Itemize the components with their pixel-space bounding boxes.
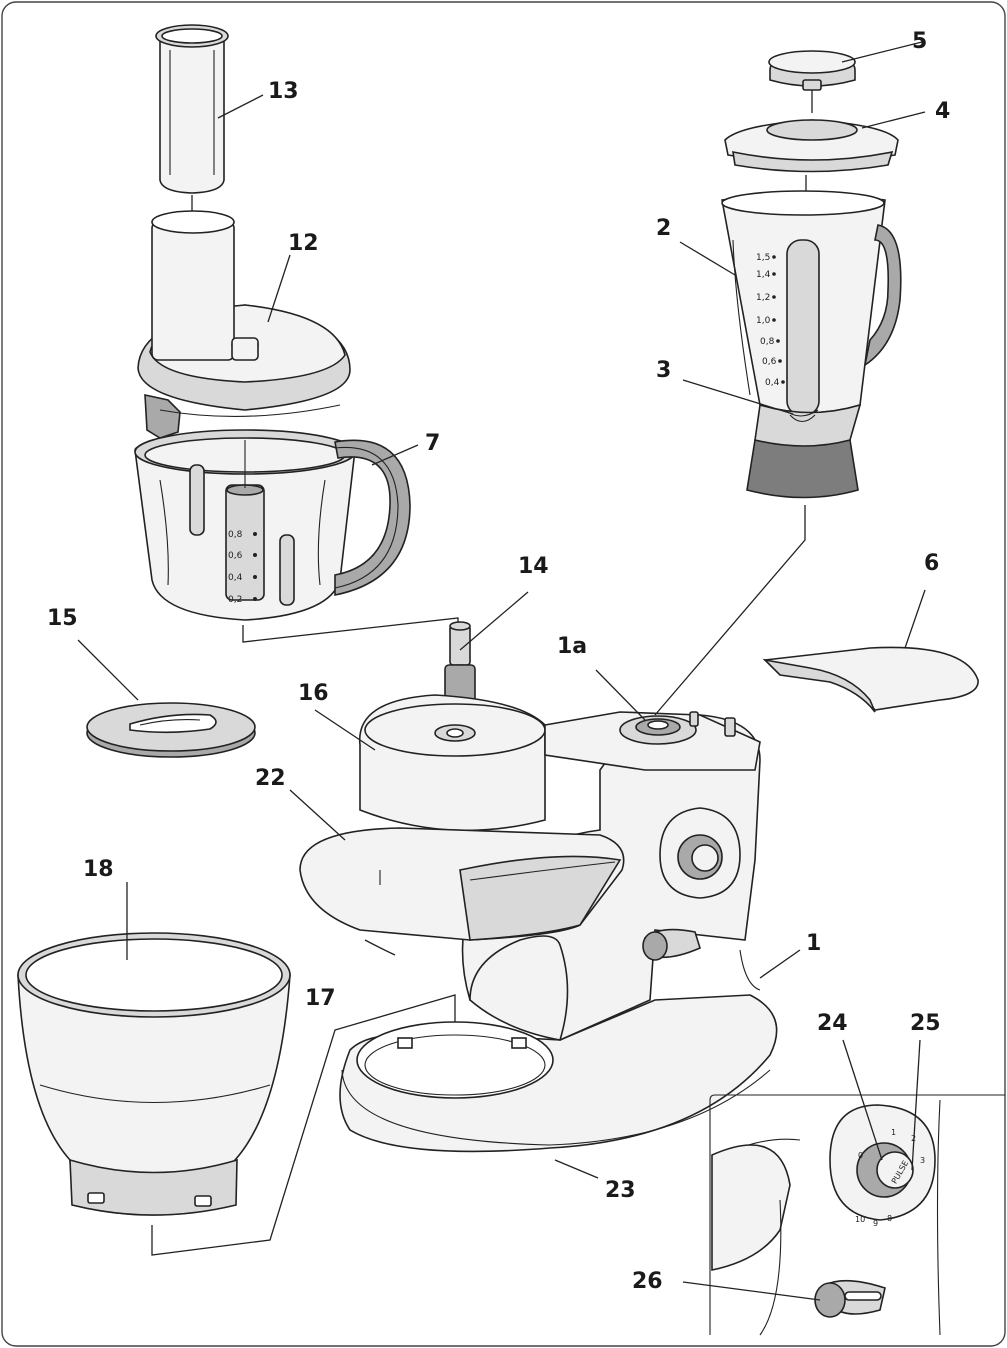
blender-cap — [768, 50, 856, 91]
callout-23: 23 — [605, 1178, 636, 1203]
callout-17: 17 — [305, 986, 336, 1011]
callout-26: 26 — [632, 1269, 663, 1294]
mixer-base — [339, 694, 778, 1153]
bowl-scale-2: 0,4 — [228, 573, 243, 583]
knob-mark-0: 0 — [858, 1151, 863, 1160]
detail-inset: PULSE 0 1 2 3 10 9 8 — [709, 1094, 1005, 1336]
bowl-scale: 0,8 0,6 0,4 0,2 — [228, 530, 257, 605]
blender-scale-0: 1,5 — [756, 253, 770, 263]
callout-1a: 1a — [557, 634, 587, 659]
callout-15: 15 — [47, 606, 78, 631]
callout-14: 14 — [518, 554, 549, 579]
drive-shaft — [444, 621, 476, 706]
blender-scale-2: 1,2 — [756, 293, 770, 303]
callout-3: 3 — [656, 358, 671, 383]
splash-guard — [299, 827, 625, 941]
bowl-scale-0: 0,8 — [228, 530, 243, 540]
bowl-scale-1: 0,6 — [228, 551, 243, 561]
leader-lines — [77, 41, 926, 1301]
callouts: 13 12 7 14 15 16 22 18 17 1a 5 4 2 3 6 1… — [47, 29, 950, 1294]
blender-jar — [721, 190, 902, 499]
food-pusher — [155, 24, 229, 194]
callout-16: 16 — [298, 681, 329, 706]
mixing-bowl — [17, 932, 291, 1216]
blender-lid — [724, 119, 899, 173]
callout-24: 24 — [817, 1011, 848, 1036]
callout-22: 22 — [255, 766, 286, 791]
callout-18: 18 — [83, 857, 114, 882]
blender-scale-6: 0,4 — [765, 378, 780, 388]
callout-7: 7 — [425, 431, 440, 456]
blender-scale: 1,5 1,4 1,2 1,0 0,8 0,6 0,4 — [756, 253, 785, 388]
blender-scale-3: 1,0 — [756, 316, 771, 326]
knob-mark-8: 8 — [887, 1214, 892, 1223]
knob-mark-3: 3 — [920, 1156, 925, 1165]
callout-2: 2 — [656, 216, 671, 241]
blender-scale-4: 0,8 — [760, 337, 775, 347]
bowl-scale-3: 0,2 — [228, 595, 242, 605]
knob-mark-10: 10 — [855, 1215, 865, 1224]
callout-5: 5 — [912, 29, 927, 54]
knob-mark-9: 9 — [873, 1219, 878, 1228]
disc — [86, 702, 256, 758]
blender-scale-1: 1,4 — [756, 270, 771, 280]
knob-mark-1: 1 — [891, 1128, 896, 1137]
outlet-cover — [762, 646, 979, 713]
blender-scale-5: 0,6 — [762, 357, 777, 367]
food-processor-lid — [137, 210, 351, 439]
callout-1: 1 — [806, 931, 821, 956]
callout-13: 13 — [268, 79, 299, 104]
processor-bowl — [134, 429, 411, 621]
callout-6: 6 — [924, 551, 939, 576]
callout-12: 12 — [288, 231, 319, 256]
callout-25: 25 — [910, 1011, 941, 1036]
callout-4: 4 — [935, 99, 950, 124]
